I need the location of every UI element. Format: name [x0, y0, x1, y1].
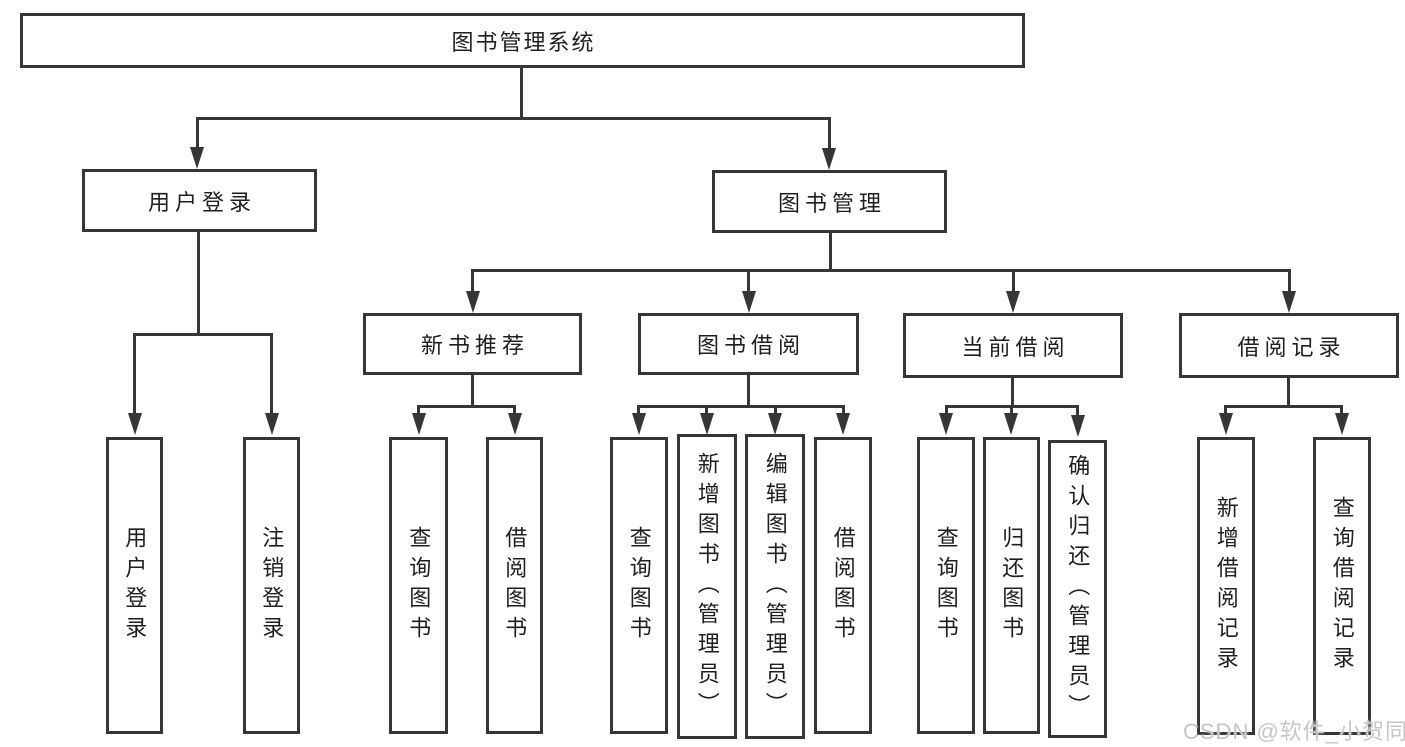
leaf-user-login: 用户登录: [106, 437, 163, 734]
node-label: 查询借阅记录: [1329, 496, 1355, 676]
leaf-add-borrow-record: 新增借阅记录: [1197, 437, 1255, 735]
node-book-management: 图书管理: [712, 170, 947, 233]
connector-line: [1224, 405, 1342, 408]
connector-line: [270, 333, 273, 415]
arrow-down-icon: [1004, 413, 1018, 435]
connector-line: [196, 117, 831, 120]
connector-line: [417, 405, 515, 408]
connector-line: [705, 405, 708, 417]
leaf-borrow-books-1: 借阅图书: [486, 437, 543, 734]
node-label: 确认归还（管理员）: [1065, 454, 1091, 724]
arrow-down-icon: [1071, 415, 1085, 437]
leaf-query-books-2: 查询图书: [610, 437, 668, 734]
connector-line: [829, 233, 832, 272]
leaf-query-borrow-record: 查询借阅记录: [1313, 437, 1371, 735]
connector-line: [133, 333, 273, 336]
connector-line: [1010, 405, 1013, 417]
connector-line: [520, 68, 523, 118]
connector-line: [1224, 405, 1227, 417]
arrow-down-icon: [768, 413, 782, 435]
arrow-down-icon: [700, 413, 714, 435]
arrow-down-icon: [939, 413, 953, 435]
node-label: 注销登录: [259, 525, 285, 646]
node-label: 借阅图书: [830, 525, 856, 646]
arrow-down-icon: [190, 147, 204, 169]
arrow-down-icon: [836, 413, 850, 435]
node-book-borrowing: 图书借阅: [638, 313, 859, 375]
arrow-down-icon: [1335, 413, 1349, 435]
leaf-query-books-3: 查询图书: [917, 437, 975, 734]
arrow-down-icon: [822, 148, 836, 170]
node-root: 图书管理系统: [20, 13, 1025, 68]
connector-line: [1340, 405, 1343, 417]
node-label: 用户登录: [147, 189, 256, 215]
connector-line: [1011, 378, 1014, 408]
connector-line: [471, 269, 1289, 272]
arrow-down-icon: [1006, 291, 1020, 313]
node-label: 新增借阅记录: [1213, 496, 1239, 676]
node-new-book-recommend: 新书推荐: [363, 313, 582, 375]
connector-line: [1076, 405, 1079, 417]
arrow-down-icon: [1282, 291, 1296, 313]
arrow-down-icon: [742, 291, 756, 313]
node-label: 图书管理: [777, 190, 886, 216]
connector-line: [471, 375, 474, 408]
node-label: 归还图书: [999, 525, 1025, 646]
connector-line: [196, 117, 199, 150]
connector-line: [417, 405, 420, 417]
leaf-add-books-admin: 新增图书（管理员）: [677, 434, 737, 739]
node-label: 图书管理系统: [451, 29, 596, 55]
node-borrowing-records: 借阅记录: [1179, 313, 1399, 378]
arrow-down-icon: [508, 413, 522, 435]
connector-line: [1012, 269, 1015, 293]
leaf-confirm-return-admin: 确认归还（管理员）: [1048, 440, 1107, 738]
node-label: 新增图书（管理员）: [694, 451, 720, 722]
arrow-down-icon: [128, 413, 142, 435]
node-label: 借阅记录: [1237, 334, 1346, 360]
connector-line: [471, 269, 474, 293]
connector-line: [513, 405, 516, 417]
node-label: 查询图书: [406, 525, 432, 646]
connector-line: [945, 405, 948, 417]
node-user-login: 用户登录: [82, 169, 317, 232]
connector-line: [637, 405, 640, 417]
arrow-down-icon: [1219, 413, 1233, 435]
node-label: 图书借阅: [696, 333, 805, 358]
connector-line: [1288, 269, 1291, 293]
leaf-return-books: 归还图书: [983, 437, 1040, 734]
connector-line: [1287, 378, 1290, 408]
arrow-down-icon: [632, 413, 646, 435]
node-label: 用户登录: [122, 525, 148, 646]
node-label: 当前借阅: [961, 334, 1070, 360]
node-label: 借阅图书: [502, 525, 528, 646]
connector-line: [828, 117, 831, 150]
node-label: 查询图书: [626, 525, 652, 646]
leaf-borrow-books-2: 借阅图书: [814, 437, 872, 734]
arrow-down-icon: [412, 413, 426, 435]
connector-line: [747, 375, 750, 408]
connector-line: [637, 405, 844, 408]
node-label: 编辑图书（管理员）: [762, 451, 788, 722]
connector-line: [197, 232, 200, 336]
connector-line: [774, 405, 777, 417]
arrow-down-icon: [466, 291, 480, 313]
node-label: 新书推荐: [420, 333, 529, 358]
leaf-edit-books-admin: 编辑图书（管理员）: [745, 434, 805, 739]
node-label: 查询图书: [933, 525, 959, 646]
node-current-borrowing: 当前借阅: [903, 313, 1123, 378]
connector-line: [842, 405, 845, 417]
leaf-query-books-1: 查询图书: [389, 437, 448, 734]
leaf-logout: 注销登录: [243, 437, 300, 734]
arrow-down-icon: [265, 413, 279, 435]
connector-line: [133, 333, 136, 415]
connector-line: [747, 269, 750, 293]
